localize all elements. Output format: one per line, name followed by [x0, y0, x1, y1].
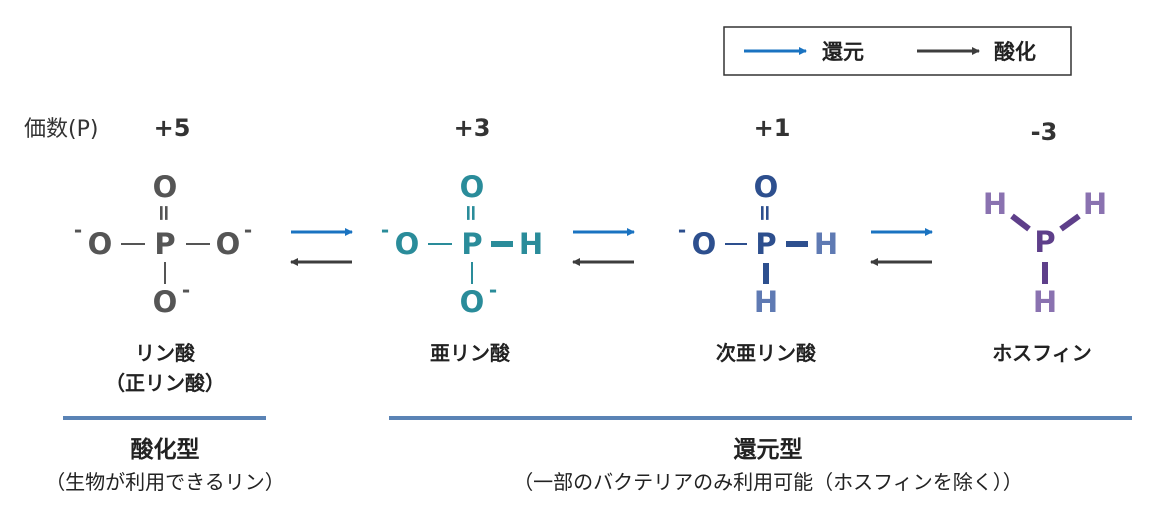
oxidized-group-bar [63, 416, 266, 420]
phosphate-o-top: O [153, 170, 178, 204]
valence-header: 価数(P) [24, 117, 98, 142]
valence-phosphite: +3 [454, 114, 491, 142]
hypophosphite-structure: O = P - O H H [678, 170, 838, 319]
oxidized-group-title: 酸化型 [131, 436, 200, 463]
hypophosphite-o-left: O [692, 227, 717, 261]
phosphine-name: ホスフィン [992, 341, 1092, 365]
phosphite-h: H [519, 227, 543, 261]
phosphate-o-right: O [216, 227, 241, 261]
phosphite-o-top: O [460, 170, 485, 204]
phosphine-bond-right [1059, 213, 1081, 232]
hypophosphite-name: 次亜リン酸 [716, 341, 817, 365]
phosphate-name: リン酸 [135, 341, 196, 365]
hypophosphite-h-bottom: H [754, 285, 778, 319]
reduced-group-title: 還元型 [734, 436, 803, 463]
valence-phosphine: -3 [1031, 118, 1058, 146]
reduced-group-subtitle: （一部のバクテリアのみ利用可能（ホスフィンを除く）） [513, 470, 1023, 494]
phosphite-charge-bottom: - [489, 278, 497, 302]
oxidized-group-subtitle: （生物が利用できるリン） [45, 470, 285, 494]
phosphine-structure: H H P H [983, 187, 1107, 319]
phosphite-o-left: O [395, 227, 420, 261]
oxidation-legend-label: 酸化 [994, 40, 1036, 64]
hypophosphite-charge-left: - [678, 218, 686, 242]
phosphite-charge-left: - [381, 218, 389, 242]
hypophosphite-o-top: O [754, 170, 779, 204]
phosphine-h-left: H [983, 187, 1007, 221]
phosphine-h-bottom: H [1033, 285, 1057, 319]
phosphine-h-right: H [1083, 187, 1107, 221]
phosphite-o-bottom: O [460, 285, 485, 319]
phosphate-p: P [154, 227, 175, 261]
hypophosphite-double-bond: = [752, 204, 777, 222]
phosphate-alt-name: （正リン酸） [105, 371, 225, 395]
legend: 還元 酸化 [723, 26, 1072, 76]
phosphine-p: P [1034, 225, 1055, 259]
valence-phosphate: +5 [154, 114, 191, 142]
valence-hypophosphite: +1 [754, 114, 791, 142]
phosphine-bond-left [1010, 213, 1031, 232]
reduced-group-bar [389, 416, 1132, 420]
phosphite-structure: O = P - O H O - [381, 170, 543, 319]
phosphite-name: 亜リン酸 [430, 341, 511, 365]
phosphate-o-left: O [88, 227, 113, 261]
phosphate-charge-right: - [244, 218, 252, 242]
hypophosphite-h-right: H [814, 227, 838, 261]
phosphate-structure: O = P - O O - O - [74, 170, 252, 319]
phosphate-o-bottom: O [153, 285, 178, 319]
phosphate-double-bond: = [151, 204, 176, 222]
phosphate-charge-left: - [74, 218, 82, 242]
reduction-legend-label: 還元 [822, 40, 864, 64]
phosphate-charge-bottom: - [182, 278, 190, 302]
phosphite-p: P [461, 227, 482, 261]
hypophosphite-p: P [755, 227, 776, 261]
phosphite-double-bond: = [458, 204, 483, 222]
